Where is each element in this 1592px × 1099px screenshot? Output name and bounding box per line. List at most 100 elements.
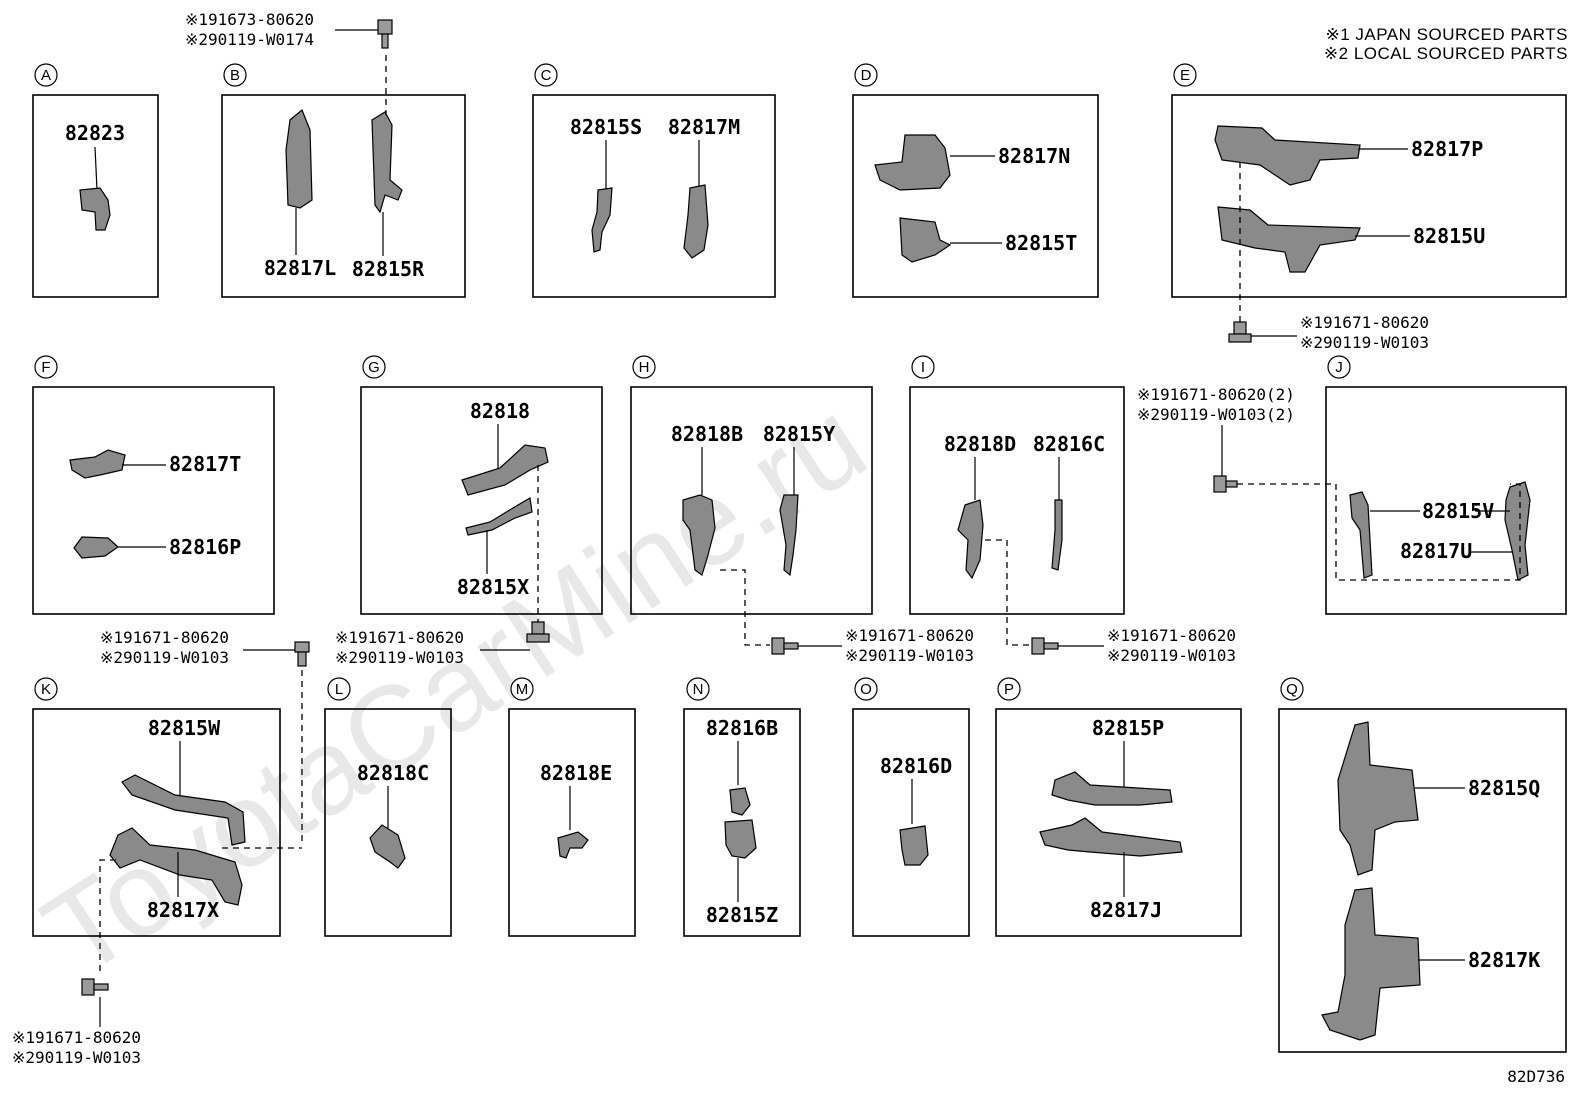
bolt-h: ※191671-80620 ※290119-W0103 bbox=[771, 626, 974, 665]
part-label: 82815T bbox=[1005, 231, 1077, 255]
part-shape bbox=[899, 825, 929, 866]
bolt-part-1: ※191671-80620 bbox=[100, 628, 229, 647]
bolt-i: ※191671-80620 ※290119-W0103 bbox=[1031, 626, 1236, 665]
part-shape bbox=[729, 787, 751, 816]
part-shape bbox=[1039, 817, 1183, 857]
legend-local-sourced: ※2 LOCAL SOURCED PARTS bbox=[1324, 44, 1568, 63]
group-n: N 82816B 82815Z bbox=[683, 677, 801, 937]
group-f: F 82817T 82816P bbox=[32, 355, 275, 615]
group-i: I 82818D 82816C bbox=[909, 355, 1125, 646]
bolt-f: ※191671-80620 ※290119-W0103 bbox=[100, 628, 310, 845]
group-h: H 82818B 82815Y bbox=[630, 355, 873, 646]
group-d: D 82817N 82815T bbox=[852, 63, 1099, 298]
part-shape bbox=[557, 831, 589, 859]
group-letter: E bbox=[1180, 67, 1190, 84]
bolt-j: ※191671-80620(2) ※290119-W0103(2) bbox=[1137, 385, 1295, 493]
part-label: 82816P bbox=[169, 535, 241, 559]
part-shape bbox=[369, 824, 406, 869]
part-shape bbox=[1217, 206, 1361, 273]
part-label: 82815Y bbox=[763, 422, 835, 446]
bolt-part-1: ※191671-80620 bbox=[845, 626, 974, 645]
part-shape bbox=[874, 134, 951, 191]
part-label: 82817N bbox=[998, 144, 1070, 168]
group-letter: D bbox=[861, 67, 872, 84]
bolt-k: ※191671-80620 ※290119-W0103 bbox=[12, 978, 141, 1067]
group-letter: G bbox=[368, 359, 380, 376]
part-shape bbox=[121, 774, 246, 846]
group-g: G 82818 82815X bbox=[360, 355, 603, 622]
group-letter: O bbox=[860, 681, 872, 698]
part-shape bbox=[1321, 887, 1421, 1041]
part-shape bbox=[461, 444, 549, 496]
part-label: 82815S bbox=[570, 115, 642, 139]
part-shape bbox=[1051, 771, 1173, 806]
bolt-part-1: ※191671-80620(2) bbox=[1137, 385, 1295, 404]
group-letter: I bbox=[921, 359, 925, 376]
part-label: 82817M bbox=[668, 115, 740, 139]
part-label: 82815R bbox=[352, 257, 425, 281]
part-shape bbox=[1349, 491, 1373, 579]
part-shape bbox=[683, 184, 709, 259]
part-shape bbox=[682, 494, 716, 576]
group-k: K 82815W 82817X bbox=[32, 677, 302, 975]
group-m: M 82818E bbox=[508, 677, 636, 937]
group-o: O 82816D bbox=[852, 677, 970, 937]
group-p: P 82815P 82817J bbox=[995, 677, 1242, 937]
part-shape bbox=[1214, 125, 1361, 186]
part-shape bbox=[465, 497, 533, 536]
part-label: 82818C bbox=[357, 761, 429, 785]
group-letter: N bbox=[693, 681, 704, 698]
group-j: J 82815V 82817U bbox=[1237, 355, 1567, 615]
bolt-part-2: ※290119-W0103 bbox=[1300, 333, 1429, 352]
bolt-part-2: ※290119-W0174 bbox=[185, 30, 314, 49]
part-label: 82817K bbox=[1468, 948, 1540, 972]
part-label: 82817L bbox=[264, 256, 336, 280]
group-letter: Q bbox=[1286, 681, 1298, 698]
part-label: 82815Q bbox=[1468, 776, 1540, 800]
part-label: 82816B bbox=[706, 716, 778, 740]
group-q: Q 82815Q 82817K bbox=[1278, 677, 1567, 1053]
part-label: 82818D bbox=[944, 432, 1016, 456]
group-letter: K bbox=[41, 681, 51, 698]
group-letter: C bbox=[541, 67, 552, 84]
part-label: 82818E bbox=[540, 761, 612, 785]
bolt-part-2: ※290119-W0103(2) bbox=[1137, 405, 1295, 424]
group-letter: H bbox=[639, 359, 650, 376]
part-label: 82818 bbox=[470, 399, 530, 423]
part-label: 82815Z bbox=[706, 903, 778, 927]
bolt-part-1: ※191671-80620 bbox=[12, 1028, 141, 1047]
bolt-b-top: ※191673-80620 ※290119-W0174 bbox=[185, 10, 393, 115]
group-letter: L bbox=[335, 681, 343, 698]
group-letter: B bbox=[230, 67, 240, 84]
part-shape bbox=[69, 449, 126, 479]
part-label: 82818B bbox=[671, 422, 743, 446]
part-label: 82817T bbox=[169, 452, 241, 476]
part-label: 82815X bbox=[457, 575, 529, 599]
bolt-part-1: ※191671-80620 bbox=[335, 628, 464, 647]
part-label: 82815W bbox=[148, 716, 221, 740]
part-shape bbox=[1051, 499, 1063, 571]
group-a: A 82823 bbox=[32, 63, 159, 298]
part-shape bbox=[779, 494, 799, 577]
part-shape bbox=[109, 827, 243, 906]
part-shape bbox=[1504, 481, 1531, 581]
group-letter: M bbox=[516, 681, 529, 698]
bolt-part-2: ※290119-W0103 bbox=[335, 648, 464, 667]
bolt-g: ※191671-80620 ※290119-W0103 bbox=[335, 621, 550, 667]
group-b: B 82817L 82815R bbox=[221, 63, 466, 298]
bolt-part-1: ※191671-80620 bbox=[1300, 313, 1429, 332]
group-letter: F bbox=[41, 359, 50, 376]
bolt-part-1: ※191671-80620 bbox=[1107, 626, 1236, 645]
part-label: 82823 bbox=[65, 121, 125, 145]
part-shape bbox=[899, 217, 952, 263]
bolt-e: ※191671-80620 ※290119-W0103 bbox=[1228, 313, 1429, 352]
part-shape bbox=[79, 187, 111, 231]
part-label: 82817X bbox=[147, 898, 219, 922]
part-label: 82817P bbox=[1411, 137, 1483, 161]
legend-japan-sourced: ※1 JAPAN SOURCED PARTS bbox=[1325, 25, 1568, 44]
bolt-part-2: ※290119-W0103 bbox=[845, 646, 974, 665]
part-shape bbox=[591, 187, 613, 253]
group-c: C 82815S 82817M bbox=[532, 63, 776, 298]
part-label: 82817J bbox=[1090, 898, 1162, 922]
part-label: 82815U bbox=[1413, 224, 1485, 248]
